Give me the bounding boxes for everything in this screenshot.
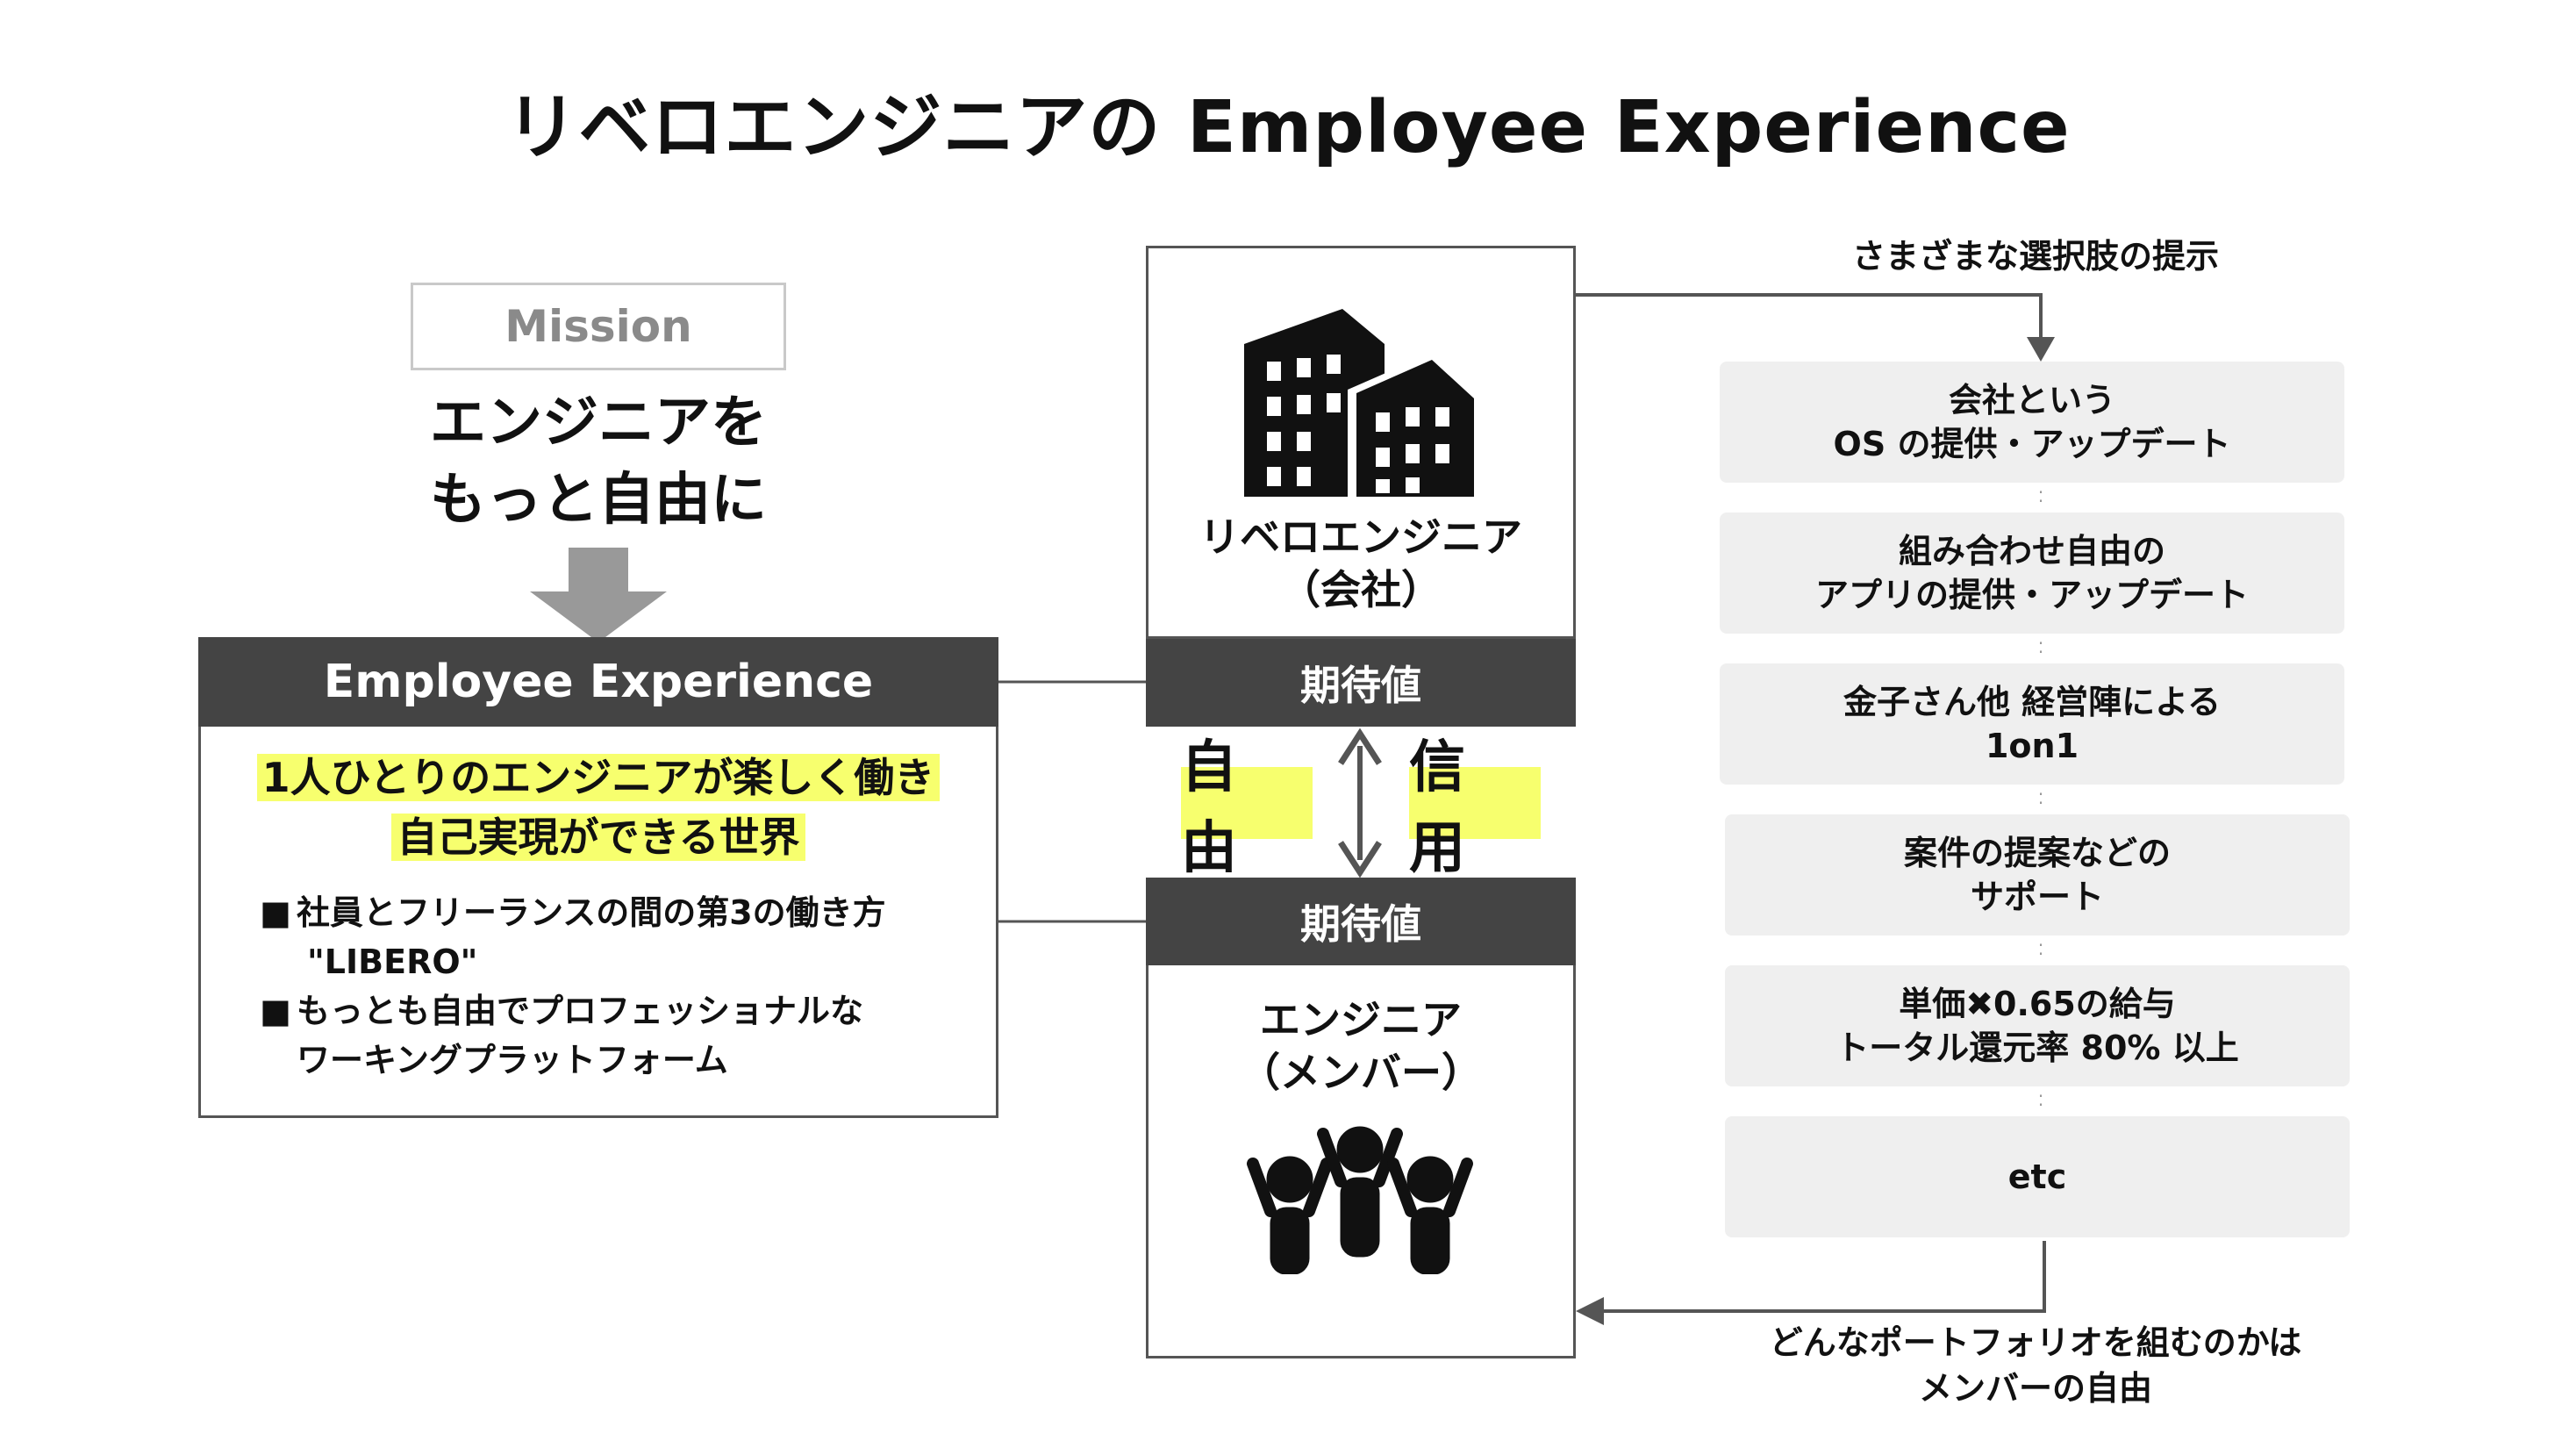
offer-item: 会社という OS の提供・アップデート: [1720, 362, 2344, 483]
member-label: エンジニア （メンバー）: [1146, 993, 1576, 1099]
company-expectation-label: 期待値: [1300, 662, 1421, 709]
dotted-connector: ··: [2037, 633, 2044, 663]
member-name: エンジニア: [1260, 996, 1462, 1043]
dotted-connector: ··: [2037, 784, 2044, 814]
company-role: （会社）: [1280, 566, 1442, 613]
trust-text: 信用: [1409, 735, 1476, 881]
company-name: リベロエンジニア: [1199, 513, 1522, 561]
freedom-text: 自由: [1181, 735, 1248, 881]
offer-item: 金子さん他 経営陣による 1on1: [1720, 663, 2344, 785]
company-expectation-header: 期待値: [1146, 639, 1576, 727]
bullet-item: ■ 社員とフリーランスの間の第3の働き方 "LIBERO": [260, 888, 979, 986]
bullet-line: "LIBERO": [307, 943, 478, 981]
dotted-connector: ··: [2037, 935, 2044, 964]
mission-line: もっと自由に: [430, 468, 767, 533]
down-arrow-icon: [530, 548, 667, 642]
offer-line: トータル還元率 80% 以上: [1835, 1029, 2239, 1067]
member-expectation-label: 期待値: [1300, 900, 1421, 948]
dotted-connector: ··: [2037, 482, 2044, 512]
employee-experience-header: Employee Experience: [198, 637, 998, 727]
vision-line: 1人ひとりのエンジニアが楽しく働き: [256, 754, 941, 801]
offer-line: OS の提供・アップデート: [1833, 425, 2231, 463]
employee-experience-vision: 1人ひとりのエンジニアが楽しく働き 自己実現ができる世界: [198, 748, 998, 867]
bullet-line: ワーキングプラットフォーム: [297, 1041, 728, 1079]
mission-label: Mission: [504, 301, 692, 352]
bullet-line: もっとも自由でプロフェッショナルな: [297, 992, 864, 1030]
offer-line: 金子さん他 経営陣による: [1843, 683, 2222, 721]
company-label: リベロエンジニア （会社）: [1146, 511, 1576, 616]
offer-item: etc: [1725, 1116, 2350, 1237]
offer-line: 組み合わせ自由の: [1898, 532, 2165, 570]
bullet-item: ■ もっとも自由でプロフェッショナルな ワーキングプラットフォーム: [260, 986, 979, 1085]
offer-line: 1on1: [1985, 727, 2079, 765]
mission-label-box: Mission: [411, 283, 786, 370]
dotted-connector: ··: [2037, 1086, 2044, 1115]
mission-line: エンジニアを: [430, 391, 767, 455]
mission-statement: エンジニアを もっと自由に: [335, 384, 862, 539]
bullet-marker: ■: [260, 893, 291, 932]
offer-line: 会社という: [1948, 381, 2115, 419]
offer-line: 単価✖0.65の給与: [1899, 985, 2176, 1023]
caption-line: どんなポートフォリオを組むのかは: [1769, 1323, 2302, 1362]
building-icon: [1244, 309, 1481, 497]
offer-line: etc: [2007, 1158, 2067, 1196]
double-arrow-icon: [1338, 728, 1382, 878]
member-role: （メンバー）: [1240, 1049, 1482, 1096]
caption-line: メンバーの自由: [1918, 1369, 2152, 1408]
freedom-label: 自由: [1181, 735, 1313, 881]
people-icon: [1247, 1126, 1473, 1274]
offer-line: 案件の提案などの: [1903, 834, 2171, 872]
page-title: リベロエンジニアの Employee Experience: [505, 86, 2071, 169]
offers-bottom-caption: どんなポートフォリオを組むのかは メンバーの自由: [1702, 1320, 2369, 1411]
offer-line: サポート: [1970, 878, 2104, 916]
employee-experience-title: Employee Experience: [323, 656, 874, 708]
offer-item: 単価✖0.65の給与トータル還元率 80% 以上: [1725, 965, 2350, 1086]
trust-label: 信用: [1409, 735, 1541, 881]
member-expectation-header: 期待値: [1146, 878, 1576, 965]
vision-line: 自己実現ができる世界: [391, 814, 805, 861]
bullet-line: 社員とフリーランスの間の第3の働き方: [297, 893, 886, 932]
bullet-marker: ■: [260, 992, 291, 1030]
employee-experience-bullets: ■ 社員とフリーランスの間の第3の働き方 "LIBERO" ■ もっとも自由でプ…: [260, 888, 979, 1085]
offer-line: アプリの提供・アップデート: [1814, 576, 2249, 614]
offer-item: 組み合わせ自由のアプリの提供・アップデート: [1720, 513, 2344, 634]
offer-item: 案件の提案などのサポート: [1725, 814, 2350, 935]
offers-top-caption: さまざまな選択肢の提示: [1851, 237, 2219, 276]
